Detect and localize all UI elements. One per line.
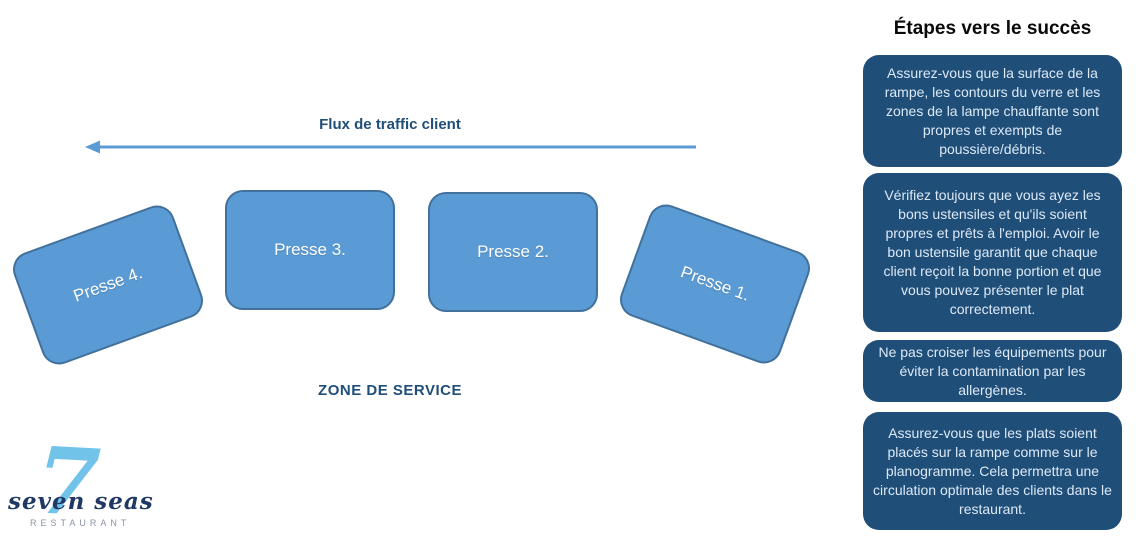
presse-4-shape: Presse 4. xyxy=(7,200,209,370)
logo-subtitle: RESTAURANT xyxy=(30,518,131,528)
seven-seas-logo: 7 seven seas RESTAURANT xyxy=(8,426,158,546)
step-box-3: Ne pas croiser les équipements pour évit… xyxy=(863,340,1122,402)
step-4-text: Assurez-vous que les plats soient placés… xyxy=(873,424,1112,517)
presse-3-shape: Presse 3. xyxy=(225,190,395,310)
presse-2-shape: Presse 2. xyxy=(428,192,598,312)
step-box-4: Assurez-vous que les plats soient placés… xyxy=(863,412,1122,530)
left-arrow-icon xyxy=(85,140,696,154)
traffic-flow-label: Flux de traffic client xyxy=(319,116,461,133)
step-2-text: Vérifiez toujours que vous ayez les bons… xyxy=(883,187,1102,317)
presse-3-label: Presse 3. xyxy=(274,240,346,259)
step-1-text: Assurez-vous que la surface de la rampe,… xyxy=(884,64,1101,157)
presse-2-label: Presse 2. xyxy=(477,242,549,261)
presse-1-shape: Presse 1. xyxy=(614,199,816,369)
logo-name: seven seas xyxy=(8,488,154,515)
service-zone-label: ZONE DE SERVICE xyxy=(318,382,462,399)
logo-seven-numeral: 7 xyxy=(33,426,103,538)
step-box-2: Vérifiez toujours que vous ayez les bons… xyxy=(863,173,1122,332)
step-box-1: Assurez-vous que la surface de la rampe,… xyxy=(863,55,1122,167)
presse-4-label: Presse 4. xyxy=(70,263,145,306)
step-3-text: Ne pas croiser les équipements pour évit… xyxy=(878,343,1107,398)
presse-1-label: Presse 1. xyxy=(678,262,753,305)
steps-title: Étapes vers le succès xyxy=(893,18,1092,39)
